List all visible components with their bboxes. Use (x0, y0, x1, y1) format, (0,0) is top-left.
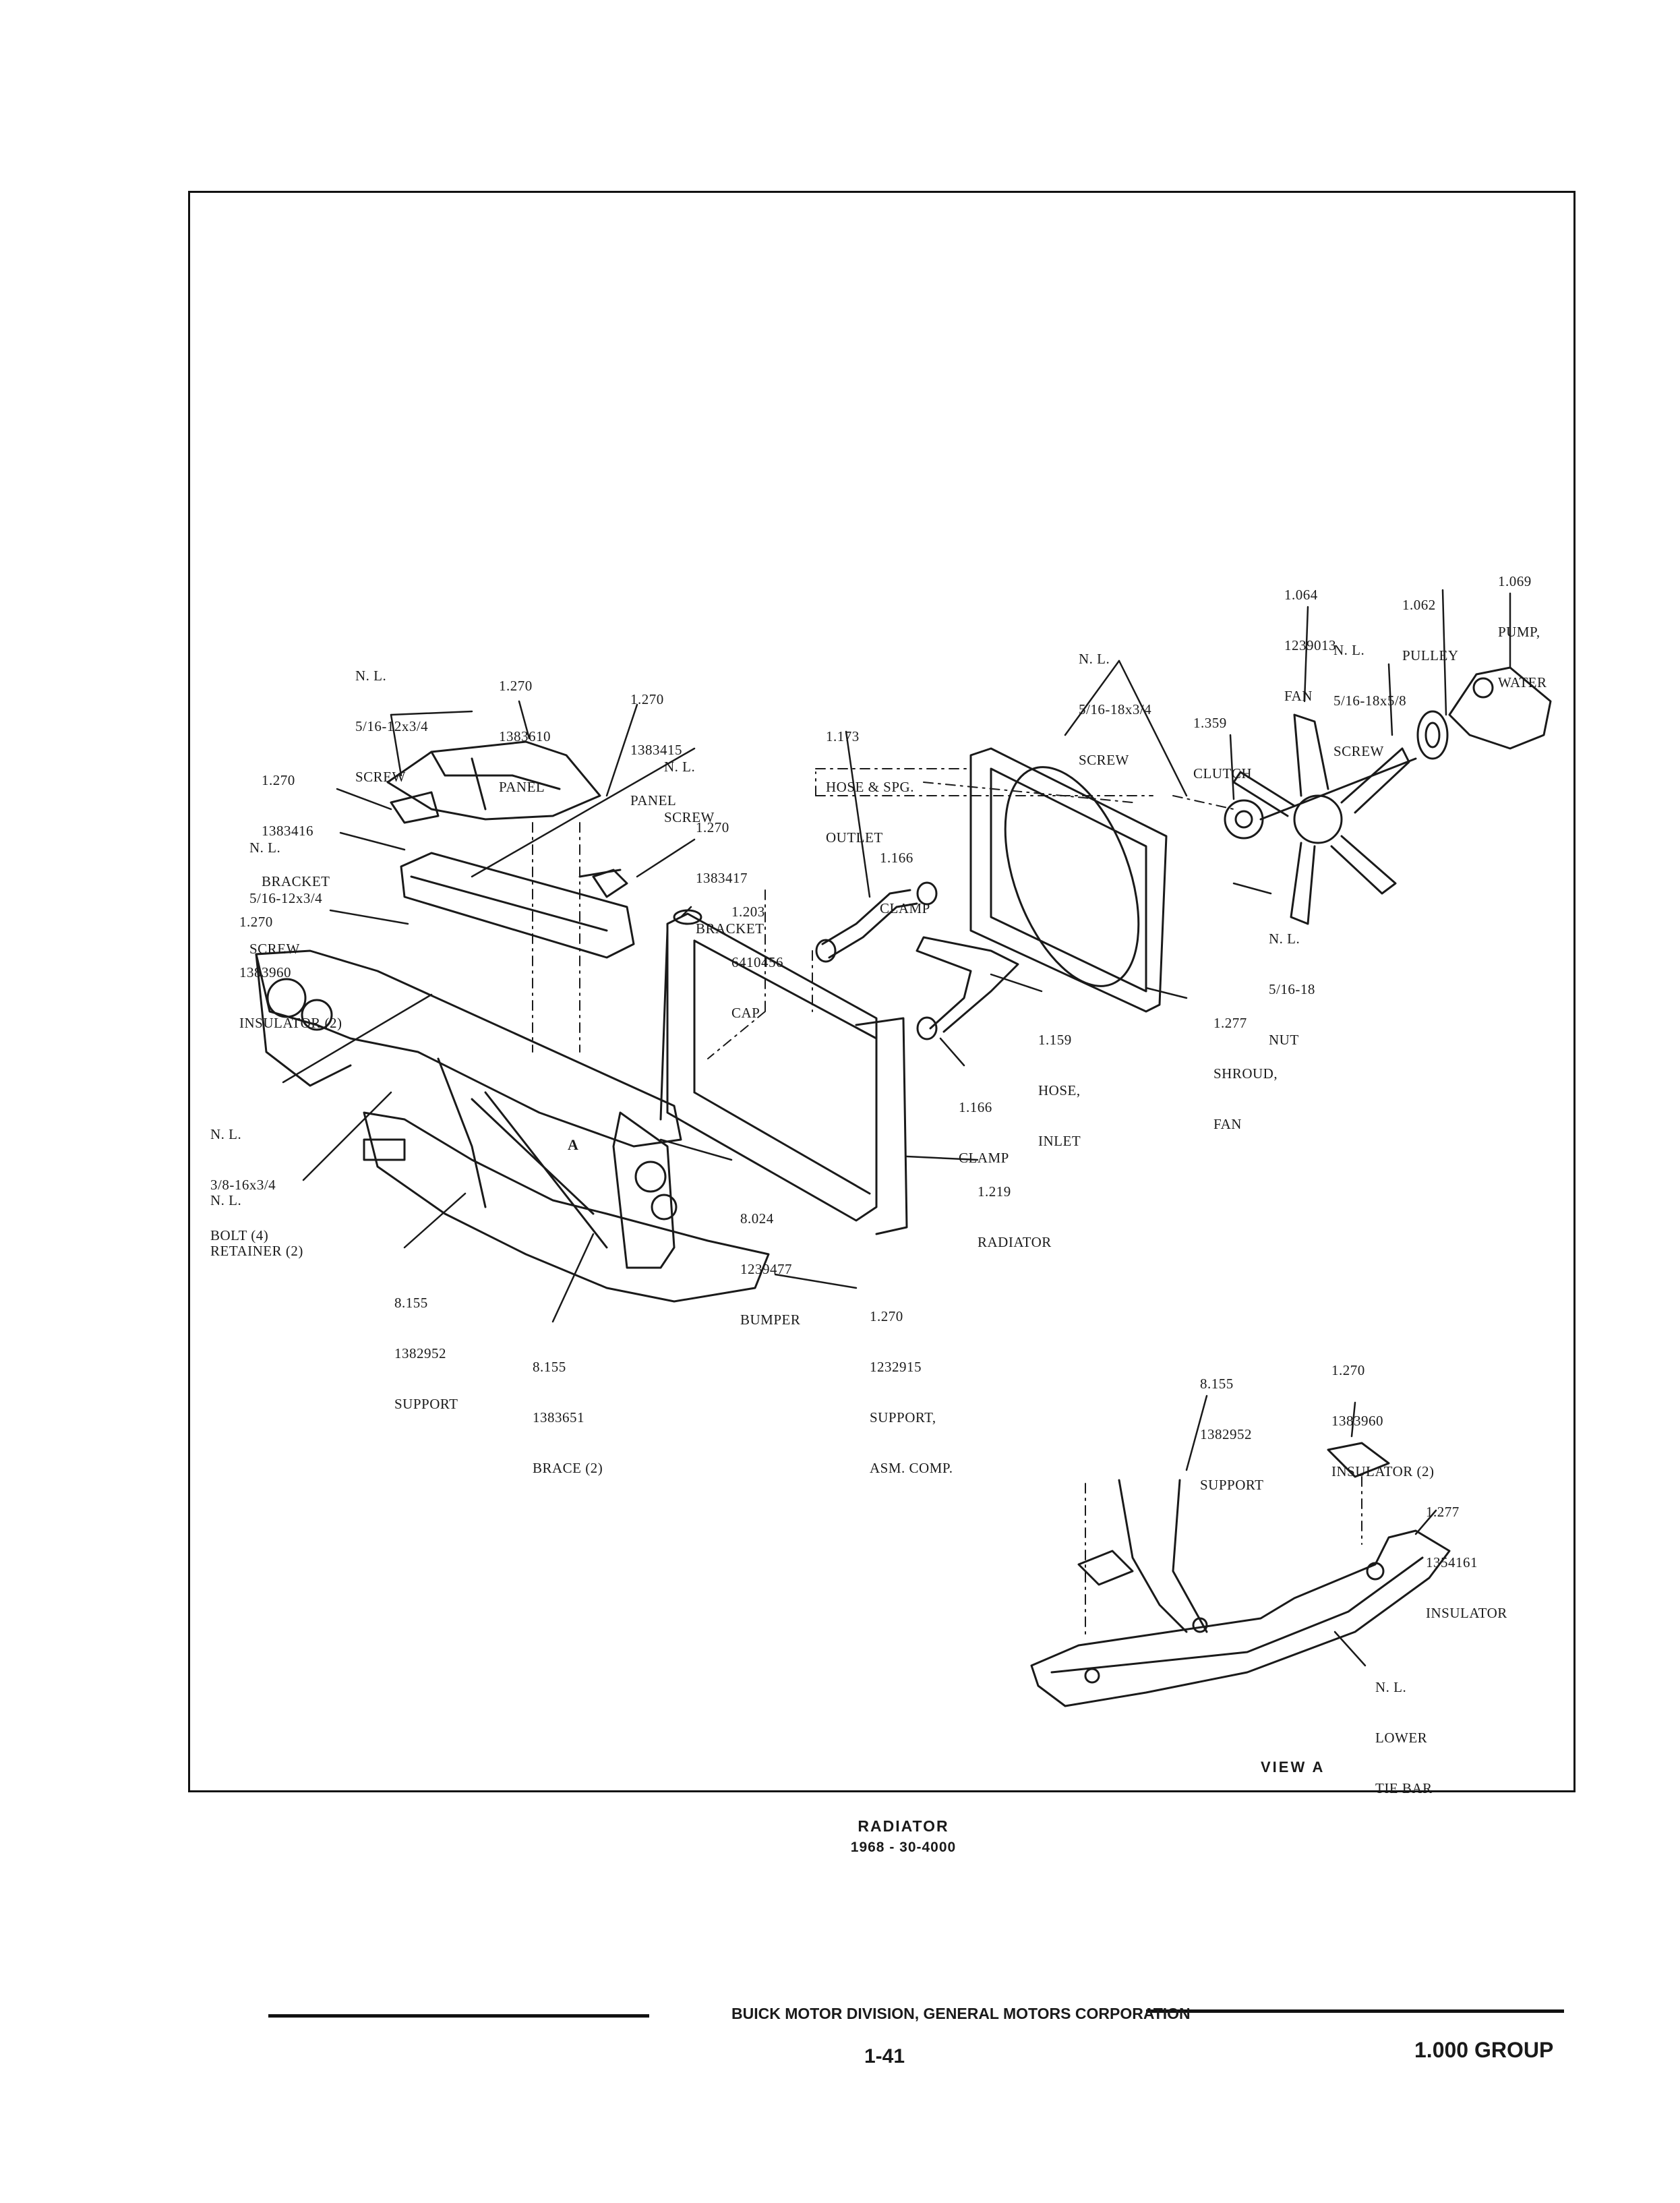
callout-bracket-1383416: 1.270 1383416 BRACKET (262, 772, 330, 889)
callout-hose-outlet: 1.173 HOSE & SPG. OUTLET (826, 728, 914, 846)
callout-nl-screw-d: N. L. 5/16-18x3/4 SCREW (1079, 651, 1152, 768)
callout-view-a-lower-tie-bar: N. L. LOWER TIE BAR (1375, 1679, 1433, 1796)
callout-nl-nut: N. L. 5/16-18 NUT (1269, 931, 1315, 1048)
callout-nl-retainer: N. L. RETAINER (2) (210, 1192, 303, 1259)
callout-clutch: 1.359 CLUTCH (1193, 715, 1252, 782)
callout-clamp-lower: 1.166 CLAMP (959, 1099, 1009, 1166)
upper-panel-drawing (386, 740, 601, 821)
diagram-title: RADIATOR (858, 1817, 949, 1835)
callout-bumper-1239477: 8.024 1239477 BUMPER (740, 1210, 801, 1328)
leader-lines (282, 589, 1511, 1667)
callout-insulator-1383960: 1.270 1383960 INSULATOR (2) (239, 914, 342, 1031)
callout-brace-1383651: 8.155 1383651 BRACE (2) (533, 1359, 603, 1476)
fan-clutch-drawing (1224, 713, 1417, 925)
area-marker-a: A (568, 1136, 579, 1153)
callout-fan-1239013: 1.064 1239013 FAN (1284, 587, 1336, 704)
callout-view-a-support: 8.155 1382952 SUPPORT (1200, 1376, 1264, 1493)
callout-nl-bolt: N. L. 3/8-16x3/4 BOLT (4) (210, 1126, 276, 1243)
callout-nl-screw-c: N. L. 5/16-12x3/4 SCREW (249, 840, 323, 957)
footer-page-number: 1-41 (864, 2045, 905, 2067)
upper-tie-bar-drawing (390, 791, 635, 959)
callout-shroud-fan: 1.277 SHROUD, FAN (1213, 1015, 1278, 1132)
callout-cap-6410456: 1.203 6410456 CAP (731, 904, 783, 1021)
callout-clamp-upper: 1.166 CLAMP (880, 850, 930, 916)
callout-bracket-1383417: 1.270 1383417 BRACKET (696, 819, 764, 937)
hose-drawing (815, 881, 1019, 1040)
footer-rule-right (1146, 2009, 1564, 2013)
footer-group: 1.000 GROUP (1414, 2038, 1554, 2062)
callout-view-a-insulator-1383960: 1.270 1383960 INSULATOR (2) (1331, 1362, 1435, 1479)
view-a-drawing (1030, 1442, 1451, 1707)
view-a-label: VIEW A (1261, 1759, 1325, 1775)
fan-shroud-drawing (969, 747, 1168, 1013)
footer-rule-left (268, 2014, 649, 2018)
callout-view-a-insulator-1354161: 1.277 1354161 INSULATOR (1426, 1504, 1507, 1621)
footer-division: BUICK MOTOR DIVISION, GENERAL MOTORS COR… (731, 2005, 1191, 2022)
callout-support-asm-1232915: 1.270 1232915 SUPPORT, ASM. COMP. (870, 1308, 953, 1476)
callout-pump-water: 1.069 PUMP, WATER (1498, 573, 1547, 691)
pulley-pump-drawing (1416, 666, 1552, 760)
radiator-support-drawing (255, 949, 770, 1303)
diagram-frame (188, 191, 1576, 1792)
callout-nl-screw-a: N. L. 5/16-12x3/4 SCREW (355, 668, 429, 785)
callout-support-1382952: 8.155 1382952 SUPPORT (394, 1295, 458, 1412)
diagram-subtitle: 1968 - 30-4000 (850, 1840, 957, 1855)
callout-panel-1383415: 1.270 1383415 PANEL (630, 691, 682, 809)
callout-radiator: 1.219 RADIATOR (978, 1183, 1052, 1250)
centerlines (532, 755, 1362, 1639)
radiator-core-drawing (659, 909, 908, 1235)
callout-nl-screw-b: N. L. SCREW (664, 759, 715, 825)
callout-nl-screw-e: N. L. 5/16-18x5/8 SCREW (1333, 642, 1407, 759)
callout-panel-1383610: 1.270 1383610 PANEL (499, 678, 551, 795)
callout-hose-inlet: 1.159 HOSE, INLET (1038, 1032, 1081, 1149)
callout-pulley: 1.062 PULLEY (1402, 597, 1459, 664)
